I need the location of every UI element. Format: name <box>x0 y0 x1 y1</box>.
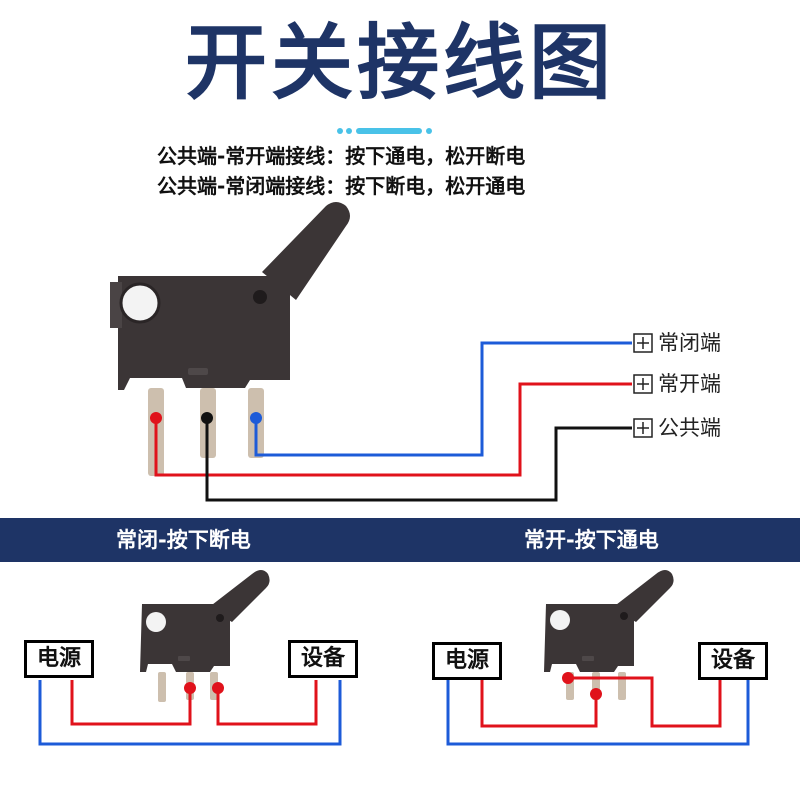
left-section-heading: 常闭-按下断电 <box>116 528 251 552</box>
right-device-box: 设备 <box>698 642 768 680</box>
no-wire <box>154 382 632 477</box>
plus-box-icon <box>633 374 653 394</box>
decorative-dots-icon <box>337 128 432 134</box>
terminal-label-com: 公共端 <box>658 416 721 440</box>
description-line-1: 公共端-常开端接线：按下通电，松开断电 <box>157 144 526 168</box>
no-pin-dot <box>150 412 162 424</box>
com-pin-dot <box>201 412 213 424</box>
right-power-box: 电源 <box>432 642 502 680</box>
left-device-box: 设备 <box>288 640 358 678</box>
terminal-label-nc: 常闭端 <box>658 331 721 355</box>
description-line-2: 公共端-常闭端接线：按下断电，松开通电 <box>157 174 526 198</box>
diagram-title: 开关接线图 <box>184 16 615 111</box>
plus-box-icon <box>633 333 653 353</box>
nc-pin-dot <box>250 412 262 424</box>
plus-box-icon <box>633 418 653 438</box>
com-wire <box>205 418 632 502</box>
nc-wire <box>254 341 632 457</box>
right-section-heading: 常开-按下通电 <box>524 528 659 552</box>
left-power-box: 电源 <box>24 640 94 678</box>
section-banner <box>0 518 800 562</box>
terminal-label-no: 常开端 <box>658 372 721 396</box>
micro-switch-icon <box>110 202 350 476</box>
micro-switch-icon <box>140 570 270 702</box>
